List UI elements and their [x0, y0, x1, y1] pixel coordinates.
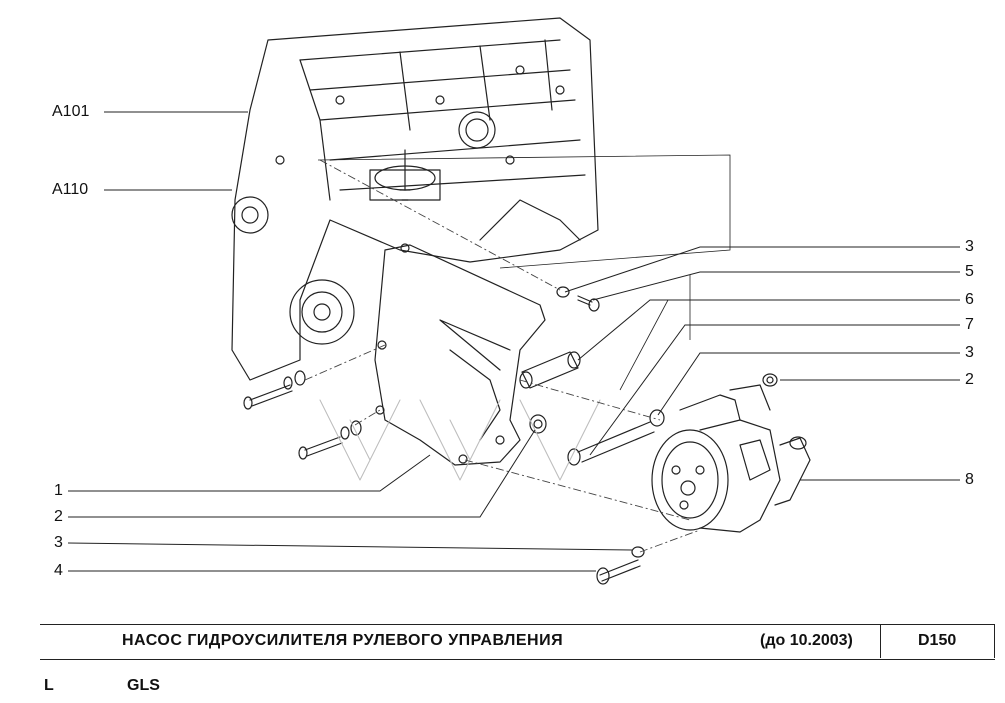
- small-fasteners: [529, 286, 665, 558]
- callout-7: 7: [965, 316, 974, 333]
- section-code: D150: [918, 632, 957, 649]
- callout-3-left: 3: [54, 534, 63, 551]
- exploded-parts-diagram: [67, 17, 960, 585]
- spacer-sleeve: [519, 351, 581, 389]
- title-block: [40, 624, 995, 660]
- date-note: (до 10.2003): [760, 632, 853, 649]
- callout-4: 4: [54, 562, 63, 579]
- callout-2-right: 2: [965, 371, 974, 388]
- callout-3-top: 3: [965, 238, 974, 255]
- title-divider: [880, 624, 881, 658]
- leader-lines: [67, 111, 960, 572]
- footer-side: L: [44, 677, 54, 694]
- callout-a110: A110: [52, 181, 89, 198]
- diagram-title: НАСОС ГИДРОУСИЛИТЕЛЯ РУЛЕВОГО УПРАВЛЕНИЯ: [122, 632, 564, 649]
- long-bolt: [567, 421, 655, 466]
- callout-2-left: 2: [54, 508, 63, 525]
- callout-5: 5: [965, 263, 974, 280]
- bracket: [374, 243, 546, 466]
- callout-8: 8: [965, 471, 974, 488]
- power-steering-pump: [651, 373, 811, 533]
- footer-trim: GLS: [127, 677, 160, 694]
- left-bolts: [243, 370, 641, 585]
- callout-6: 6: [965, 291, 974, 308]
- callout-a101: A101: [52, 103, 90, 120]
- background-logo: [319, 399, 601, 481]
- alignment-lines: [304, 159, 701, 553]
- callout-1: 1: [54, 482, 63, 499]
- callout-3-mid: 3: [965, 344, 974, 361]
- title-right-edge: [994, 624, 995, 658]
- engine-block: [231, 17, 599, 381]
